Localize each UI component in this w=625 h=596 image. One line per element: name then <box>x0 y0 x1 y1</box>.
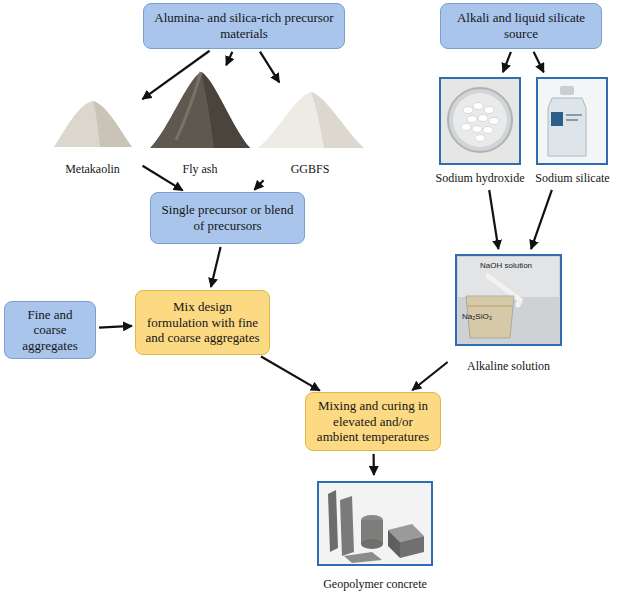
material-image: GGBFS <box>255 85 365 178</box>
process-box: Single precursor or blend of precursors <box>150 192 305 244</box>
arrow-connector <box>142 51 209 99</box>
metakaolin-pile <box>54 101 132 147</box>
material-image: Fly ash <box>150 68 250 178</box>
process-box: Mixing and curing in elevated and/or amb… <box>305 392 441 451</box>
arrow-connector <box>254 180 263 190</box>
arrow-connector <box>143 166 183 191</box>
arrow-connector <box>260 52 279 83</box>
photo-label: NaOH solution <box>480 262 532 271</box>
node-text: Sodium silicate <box>535 171 609 185</box>
source-box: Alumina- and silica-rich precursor mater… <box>143 3 345 49</box>
arrow-connector <box>226 52 232 66</box>
node-text: Sodium hydroxide <box>436 171 525 185</box>
node-text: Mix design formulation with fine and coa… <box>144 299 261 346</box>
arrow-connector <box>531 190 552 249</box>
node-text: Alkali and liquid silicate source <box>449 10 593 41</box>
material-image: Sodium silicate <box>530 75 615 187</box>
node-text: Alkaline solution <box>467 359 550 373</box>
node-text: Fly ash <box>182 162 217 176</box>
alkaline-solution-photo <box>456 255 561 345</box>
geopolymer-concrete-photo <box>318 482 432 565</box>
node-text: Mixing and curing in elevated and/or amb… <box>314 398 432 445</box>
node-text: Fine and coarse aggregates <box>13 307 87 354</box>
arrow-connector <box>211 247 221 287</box>
process-box: Mix design formulation with fine and coa… <box>135 290 270 355</box>
arrow-connector <box>412 362 447 390</box>
material-image: Sodium hydroxide <box>433 75 527 187</box>
source-box: Alkali and liquid silicate source <box>440 3 602 49</box>
input-box: Fine and coarse aggregates <box>4 301 96 360</box>
photo-label: Na₂SiO₃ <box>462 313 492 322</box>
product-image: Geopolymer concrete <box>312 478 438 593</box>
sodium-hydroxide-photo <box>440 78 520 164</box>
node-text: Single precursor or blend of precursors <box>159 202 296 233</box>
arrow-connector <box>489 190 498 249</box>
arrow-connector <box>261 357 320 391</box>
ggbfs-pile <box>258 92 364 148</box>
arrow-connector <box>99 326 132 328</box>
node-text: Alumina- and silica-rich precursor mater… <box>152 10 336 41</box>
sodium-silicate-photo <box>537 78 607 164</box>
arrow-connector <box>534 52 544 73</box>
material-image: Metakaolin <box>45 92 140 178</box>
arrow-connector <box>372 454 375 475</box>
arrow-connector <box>503 52 511 72</box>
node-text: Geopolymer concrete <box>323 577 427 591</box>
node-text: Metakaolin <box>65 162 120 176</box>
node-text: GGBFS <box>291 162 330 176</box>
